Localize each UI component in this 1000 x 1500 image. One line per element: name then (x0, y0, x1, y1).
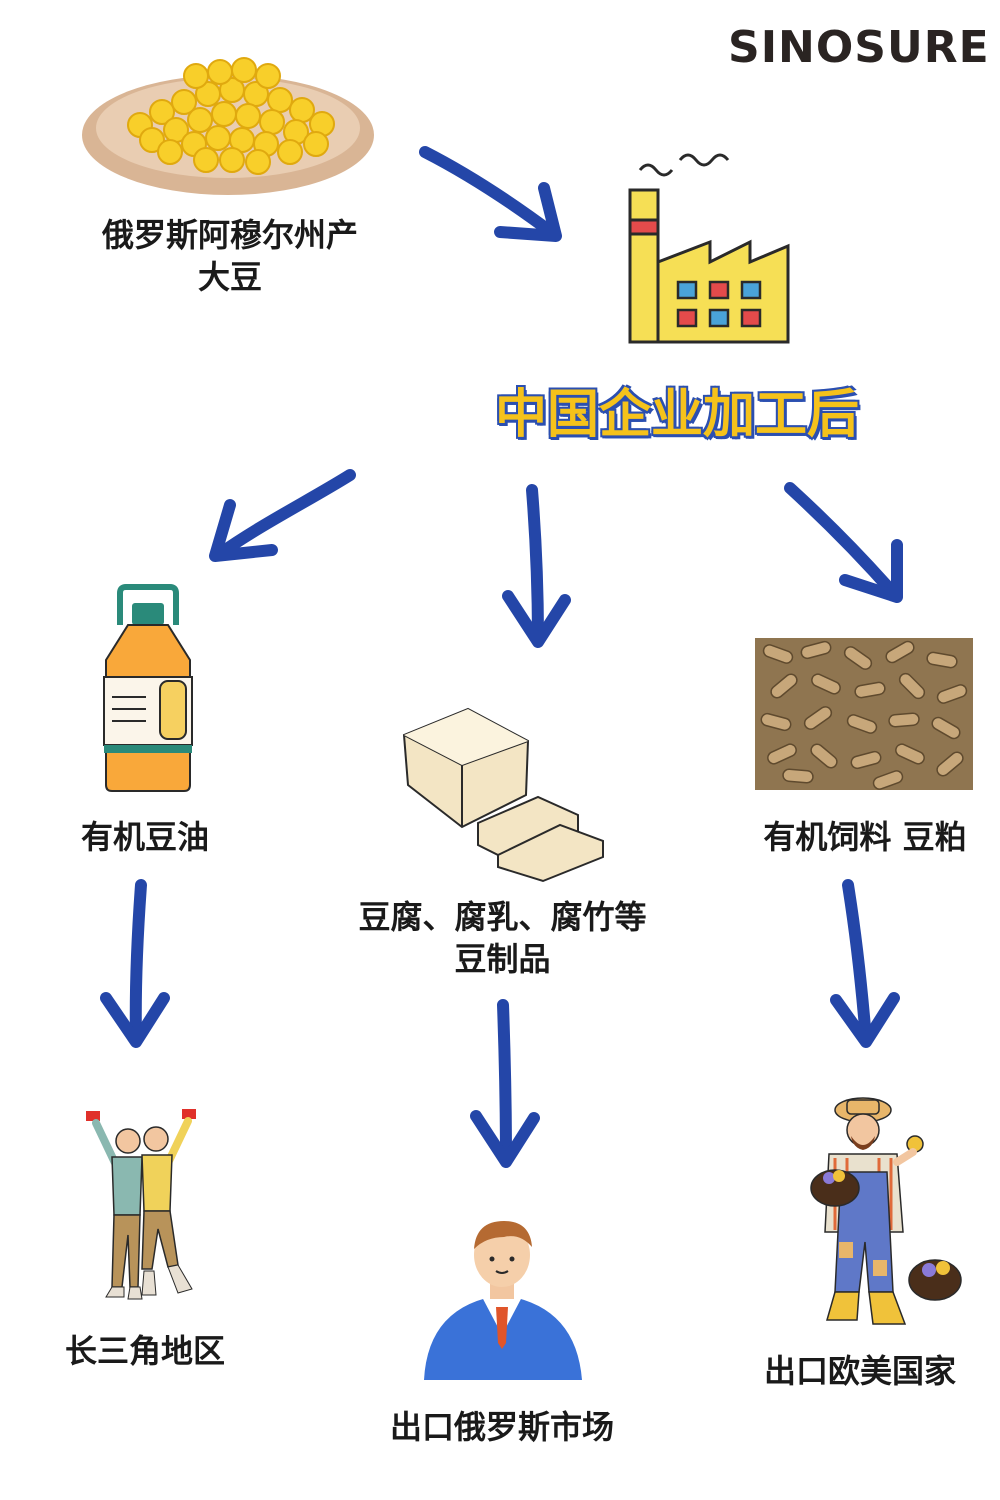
oil-destination-label: 长三角地区 (64, 1332, 225, 1370)
tofu-icon (402, 707, 604, 883)
source-label: 俄罗斯阿穆尔州产 大豆 (101, 216, 358, 296)
feed-destination-label: 出口欧美国家 (763, 1352, 956, 1390)
tofu-destination-label: 出口俄罗斯市场 (389, 1408, 614, 1446)
factory-icon (628, 153, 790, 344)
oil-bottle-icon (103, 584, 193, 792)
celebrating-people-icon (86, 1109, 196, 1300)
feed-label: 有机饲料 豆粕 (763, 818, 967, 856)
processing-headline: 中国企业加工后 (495, 385, 860, 445)
soybean-bowl-icon (82, 57, 374, 195)
oil-label: 有机豆油 (80, 818, 209, 856)
tofu-label: 豆腐、腐乳、腐竹等 豆制品 (358, 898, 647, 978)
businessman-icon (424, 1221, 582, 1380)
feed-pellets-icon (755, 638, 973, 790)
brand-logo: SINOSURE (728, 22, 990, 73)
farmer-icon (810, 1097, 962, 1325)
